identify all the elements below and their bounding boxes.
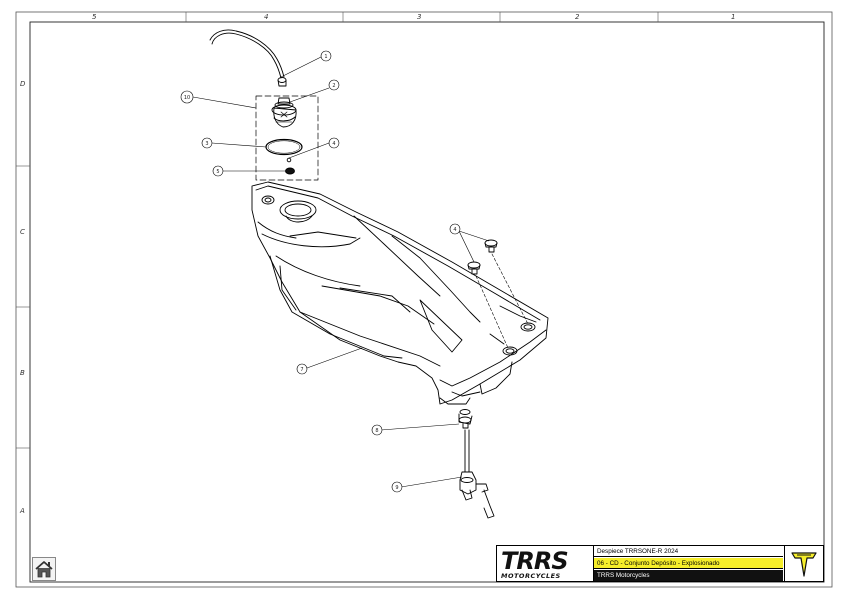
zone-side-d: D	[20, 80, 26, 88]
zone-side-c: C	[20, 228, 25, 236]
zone-side-a: A	[20, 507, 25, 515]
title-block: TRRS MOTORCYCLES Despiece TRRSONE-R 2024…	[496, 545, 824, 582]
zone-top-1: 1	[731, 13, 736, 21]
leader-lines	[192, 56, 490, 488]
callout-9: 9	[395, 485, 398, 491]
drawing-company: TRRS Motorcycles	[594, 570, 783, 581]
zone-top-3: 3	[417, 13, 422, 21]
trrs-t-mark-icon	[791, 551, 817, 577]
grommet	[285, 167, 295, 175]
trrs-logo: TRRS MOTORCYCLES	[497, 546, 594, 581]
zone-top-2: 2	[575, 13, 580, 21]
drawing-subtitle: 06 - CD - Conjunto Depósito - Explosiona…	[594, 558, 783, 569]
cap-assembly-box	[255, 95, 319, 181]
brand-sub: MOTORCYCLES	[501, 572, 561, 580]
callout-2: 2	[332, 83, 335, 89]
brand-main: TRRS	[501, 547, 569, 575]
callout-7: 7	[300, 367, 303, 373]
fuel-cap	[271, 97, 297, 128]
callout-4-bolts: 4	[453, 227, 456, 233]
callout-circles	[180, 50, 461, 493]
callout-5: 5	[216, 169, 219, 175]
home-button[interactable]	[32, 557, 56, 581]
o-ring	[265, 138, 303, 156]
zone-top-4: 4	[264, 13, 269, 21]
callout-1: 1	[324, 54, 327, 60]
callout-10: 10	[184, 95, 190, 101]
callout-3: 3	[205, 141, 208, 147]
zone-top-5: 5	[92, 13, 97, 21]
fuel-tank	[251, 181, 549, 405]
zone-side-b: B	[20, 369, 25, 377]
fuel-tap	[459, 429, 495, 519]
callout-4-cap: 4	[332, 141, 335, 147]
callout-8: 8	[375, 428, 378, 434]
drawing-title: Despiece TRRSONE-R 2024	[594, 546, 783, 557]
breather-hose	[209, 29, 287, 87]
check-valve	[286, 157, 292, 163]
home-icon	[35, 561, 53, 578]
trrs-mark	[784, 546, 823, 581]
outlet-fitting	[458, 409, 473, 429]
mounting-bolts	[467, 239, 529, 349]
